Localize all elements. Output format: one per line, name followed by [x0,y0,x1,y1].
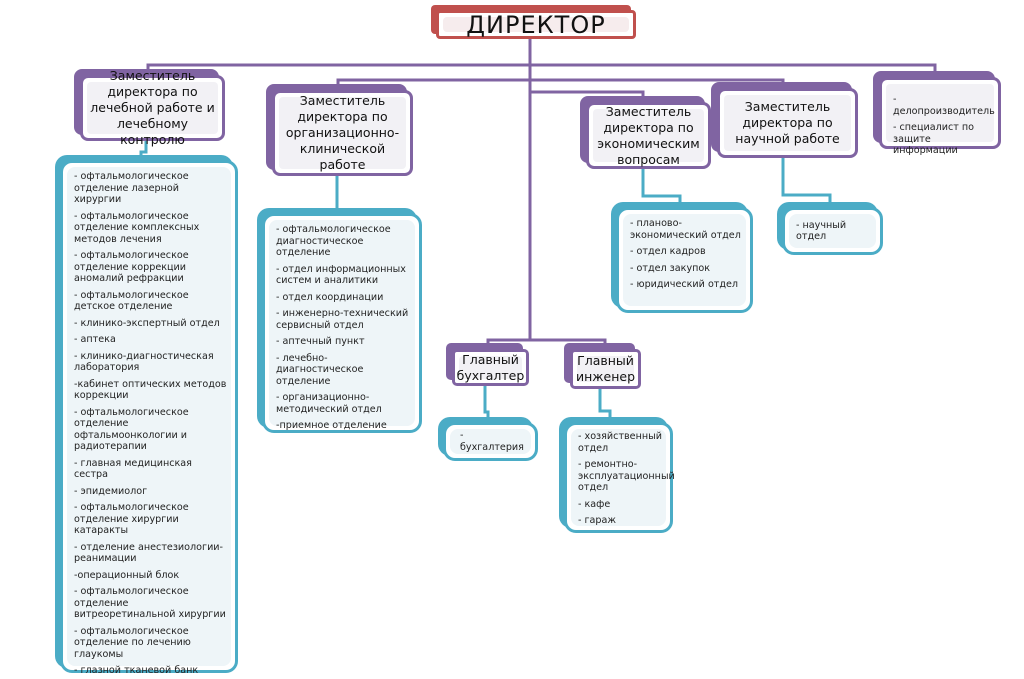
accounting-list: - бухгалтерия [443,422,538,461]
deputy-econ-list: - планово-экономический отдел - отдел ка… [616,207,753,313]
director-title: ДИРЕКТОР [466,10,606,39]
list-item: - отдел кадров [630,246,706,257]
chief-engineer-title: Главный инженер [575,353,636,384]
staff-box: - делопроизводитель - специалист по защи… [879,77,1001,156]
list-item: - офтальмологическое диагностическое отд… [276,224,391,258]
list-item: - кафе [578,498,611,510]
line-deputy-3 [530,90,645,100]
list-item: - отделение анестезиологии-реанимации [74,541,223,565]
deputy-title: Заместитель директора по научной работе [735,99,840,146]
list-item: - офтальмологическое отделение коррекции… [74,250,189,284]
chief-accountant-title: Главный бухгалтер [456,351,525,383]
deputy-econ-box: Заместитель директора по экономическим в… [586,102,711,169]
list-item: - ремонтно-эксплуатационный отдел [578,459,675,493]
list-item: - клинико-экспертный отдел [74,317,220,329]
list-item: - специалист по защите информации [893,122,975,156]
list-item: - аптека [74,334,116,345]
list-item: - офтальмологическое отделение лазерной … [74,171,189,205]
list-item: - офтальмологическое детское отделение [74,289,189,313]
list-item: - клинико-диагностическая лаборатория [74,350,214,374]
list-item: -кабинет оптических методов коррекции [74,378,227,402]
director-box: ДИРЕКТОР [436,10,636,39]
list-item: -приемное отделение [276,420,387,431]
deputy-science-box: Заместитель директора по научной работе [717,88,858,158]
deputy-org-box: Заместитель директора по организационно-… [272,90,413,176]
deputy-org-list: - офтальмологическое диагностическое отд… [262,213,422,433]
engineering-list: - хозяйственный отдел - ремонтно-эксплуа… [564,422,675,533]
chief-engineer-box: Главный инженер [570,349,641,389]
line-list-4 [781,158,832,205]
deputy-title: Заместитель директора по организационно-… [285,93,400,172]
list-item: - бухгалтерия [460,430,524,453]
list-item: - планово-экономический отдел [630,218,741,241]
deputy-title: Заместитель директора по экономическим в… [597,103,700,167]
list-item: -операционный блок [74,569,180,581]
list-item: - отдел закупок [630,262,711,274]
line-chiefs [486,338,607,347]
list-item: - эпидемиолог [74,485,148,497]
deputy-medical-list: - офтальмологическое отделение лазерной … [60,160,238,676]
list-item: - юридический отдел [630,279,739,290]
list-item: - офтальмологическое отделение комплексн… [74,210,200,245]
list-item: - офтальмологическое отделение хирургии … [74,502,189,536]
list-item: - офтальмологическое отделение офтальмоо… [74,406,189,453]
list-item: - организационно-методический отдел [276,392,382,415]
list-item: - офтальмологическое отделение по лечени… [74,625,191,660]
list-item: - отдел информационных систем и аналитик… [276,263,406,287]
list-item: - лечебно-диагностическое отделение [276,352,364,387]
line-list-3 [641,168,682,206]
chief-accountant-box: Главный бухгалтер [452,349,529,386]
list-item: - отдел координации [276,291,384,303]
list-item: - аптечный пункт [276,336,365,347]
line-deputy-2 [336,78,785,88]
list-item: - делопроизводитель [893,94,995,117]
list-item: - хозяйственный отдел [578,431,662,454]
list-item: - глазной тканевой банк [74,665,199,676]
list-item: - главная медицинская сестра [74,457,192,481]
line-deputy-1 [146,63,937,75]
deputy-medical-box: Заместитель директора по лечебной работе… [80,68,225,147]
list-item: - гараж [578,515,617,526]
deputy-title: Заместитель директора по лечебной работе… [90,68,215,147]
line-list-buh [483,385,490,420]
deputy-science-list: - научный отдел [782,207,883,255]
list-item: - инженерно-технический сервисный отдел [276,308,409,331]
line-list-inzh [598,388,612,420]
list-item: - научный отдел [796,219,847,243]
list-item: - офтальмологическое отделение витреорет… [74,586,226,620]
line-list-1 [139,140,148,158]
